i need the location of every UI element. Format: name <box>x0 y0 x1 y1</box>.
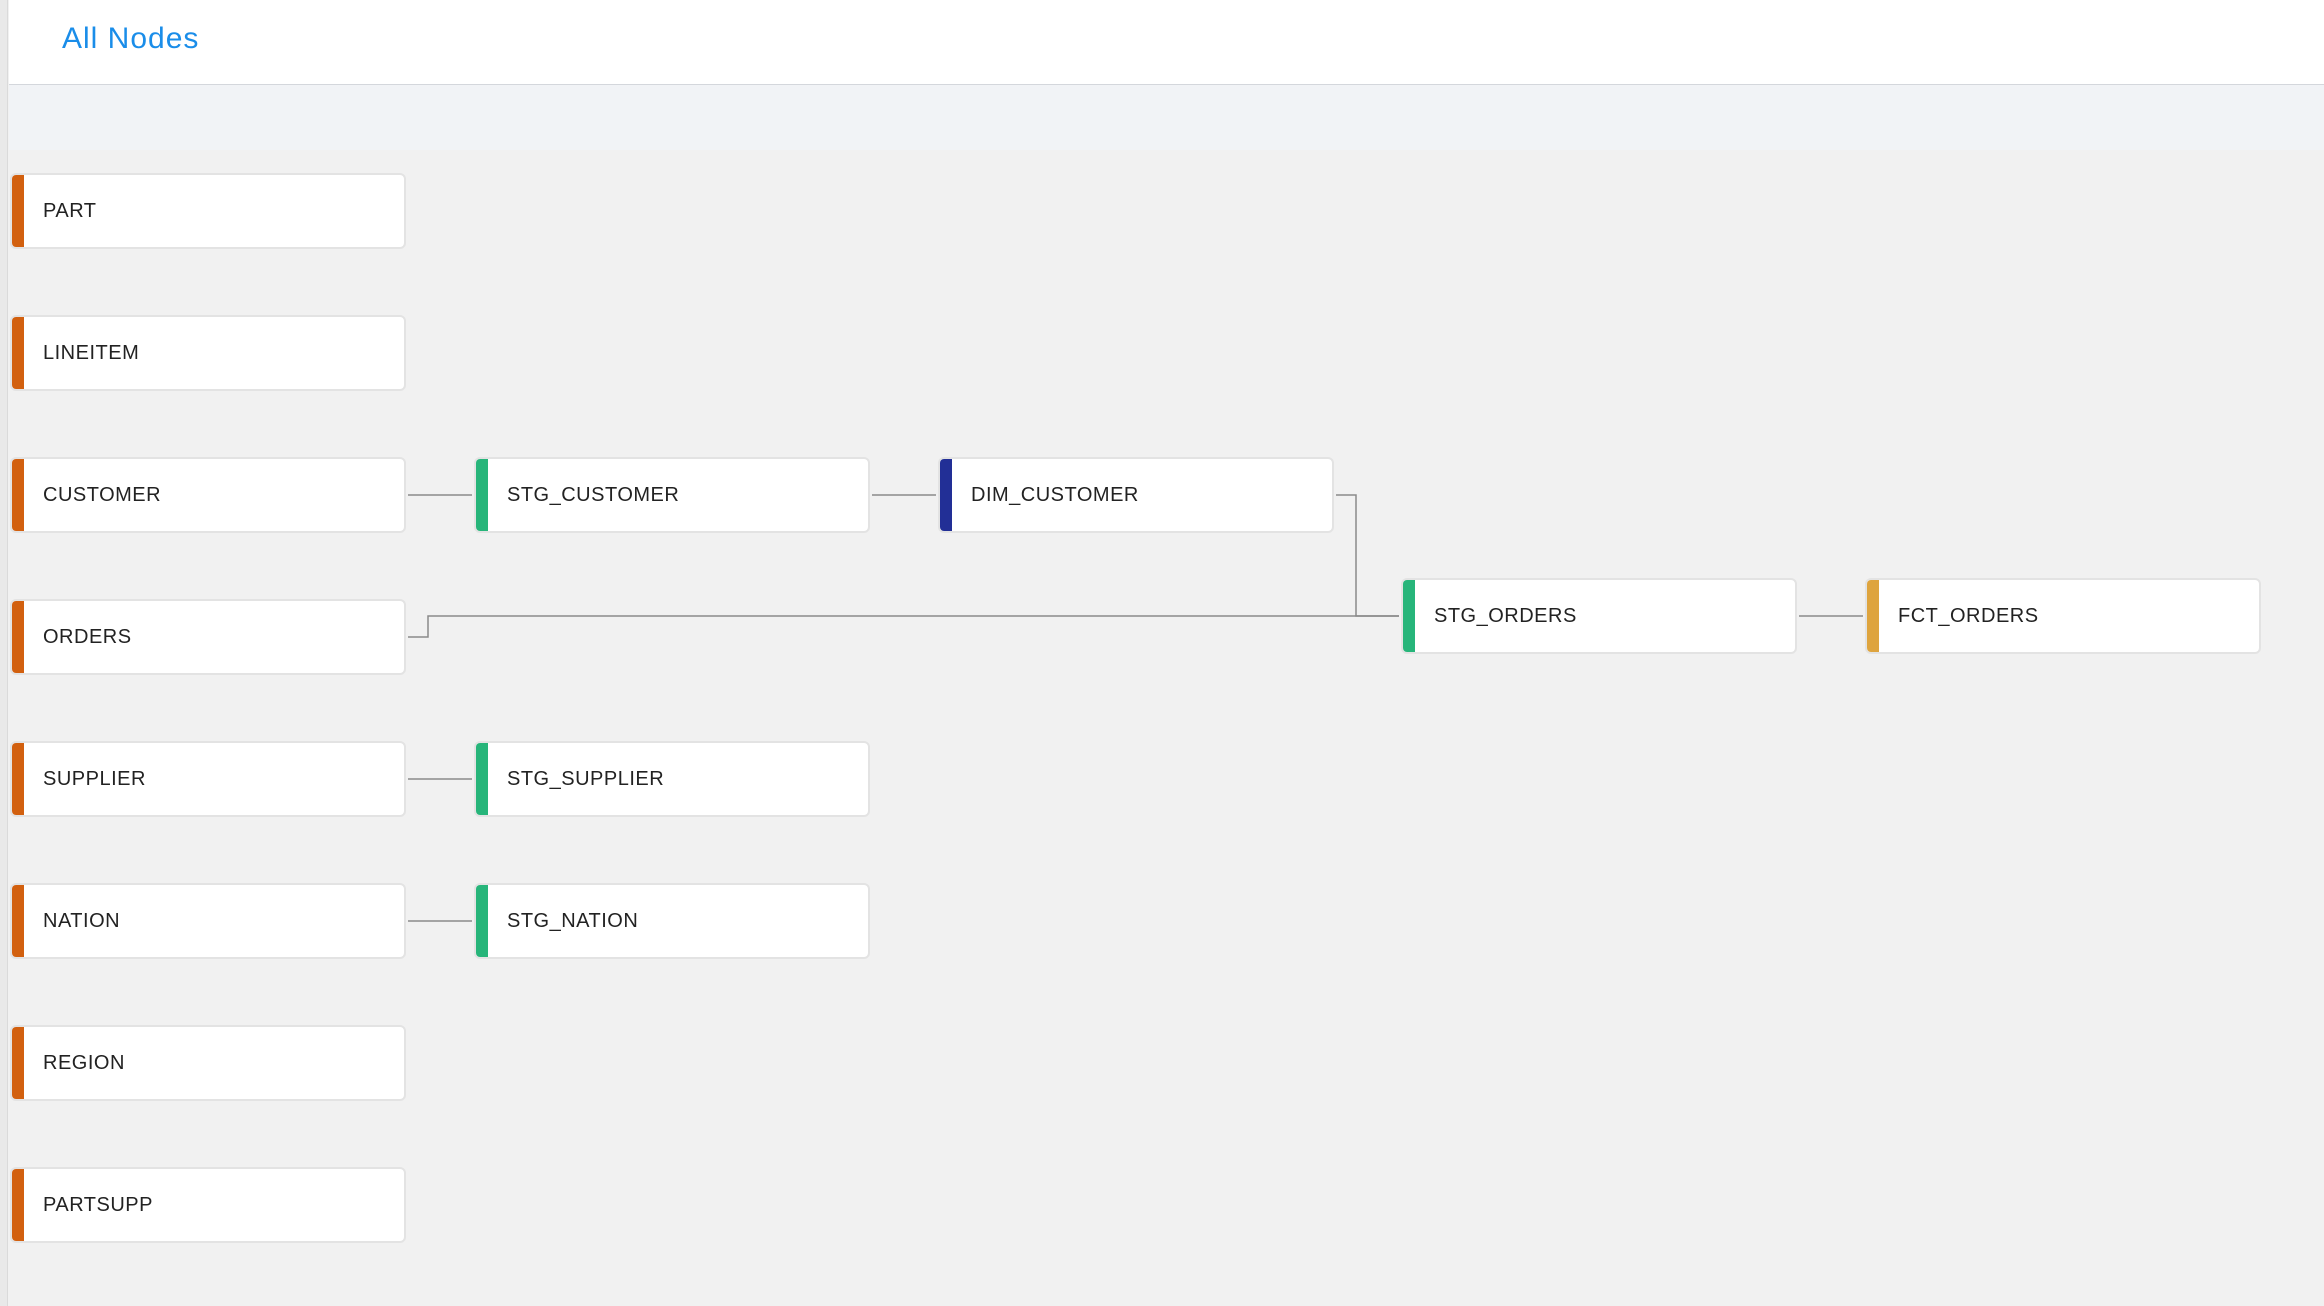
node-type-indicator <box>12 601 24 673</box>
node-lineitem[interactable]: LINEITEM <box>10 315 406 391</box>
node-type-indicator <box>940 459 952 531</box>
node-fct-orders[interactable]: FCT_ORDERS <box>1865 578 2261 654</box>
toolbar-strip <box>9 85 2324 150</box>
node-stg-supplier[interactable]: STG_SUPPLIER <box>474 741 870 817</box>
node-label: LINEITEM <box>43 342 140 364</box>
node-label: ORDERS <box>43 626 132 648</box>
node-type-indicator <box>12 317 24 389</box>
node-type-indicator <box>12 885 24 957</box>
node-type-indicator <box>1867 580 1879 652</box>
node-type-indicator <box>476 743 488 815</box>
node-label: STG_NATION <box>507 910 639 932</box>
node-type-indicator <box>12 459 24 531</box>
node-stg-customer[interactable]: STG_CUSTOMER <box>474 457 870 533</box>
node-type-indicator <box>12 743 24 815</box>
node-type-indicator <box>12 1169 24 1241</box>
node-dim-customer[interactable]: DIM_CUSTOMER <box>938 457 1334 533</box>
node-stg-orders[interactable]: STG_ORDERS <box>1401 578 1797 654</box>
node-stg-nation[interactable]: STG_NATION <box>474 883 870 959</box>
node-nation[interactable]: NATION <box>10 883 406 959</box>
node-type-indicator <box>476 885 488 957</box>
node-label: STG_CUSTOMER <box>507 484 680 506</box>
node-type-indicator <box>12 175 24 247</box>
node-label: PARTSUPP <box>43 1194 153 1216</box>
node-orders[interactable]: ORDERS <box>10 599 406 675</box>
node-label: SUPPLIER <box>43 768 146 790</box>
node-type-indicator <box>12 1027 24 1099</box>
node-supplier[interactable]: SUPPLIER <box>10 741 406 817</box>
node-label: REGION <box>43 1052 125 1074</box>
node-label: FCT_ORDERS <box>1898 605 2039 627</box>
node-part[interactable]: PART <box>10 173 406 249</box>
node-type-indicator <box>476 459 488 531</box>
node-label: STG_SUPPLIER <box>507 768 665 790</box>
node-type-indicator <box>1403 580 1415 652</box>
node-region[interactable]: REGION <box>10 1025 406 1101</box>
node-customer[interactable]: CUSTOMER <box>10 457 406 533</box>
page-title[interactable]: All Nodes <box>62 22 200 55</box>
node-partsupp[interactable]: PARTSUPP <box>10 1167 406 1243</box>
node-label: PART <box>43 200 97 222</box>
left-border <box>0 0 8 1306</box>
node-label: CUSTOMER <box>43 484 162 506</box>
node-label: STG_ORDERS <box>1434 605 1577 627</box>
node-label: NATION <box>43 910 121 932</box>
header-bar: All Nodes <box>9 0 2324 85</box>
node-label: DIM_CUSTOMER <box>971 484 1139 506</box>
